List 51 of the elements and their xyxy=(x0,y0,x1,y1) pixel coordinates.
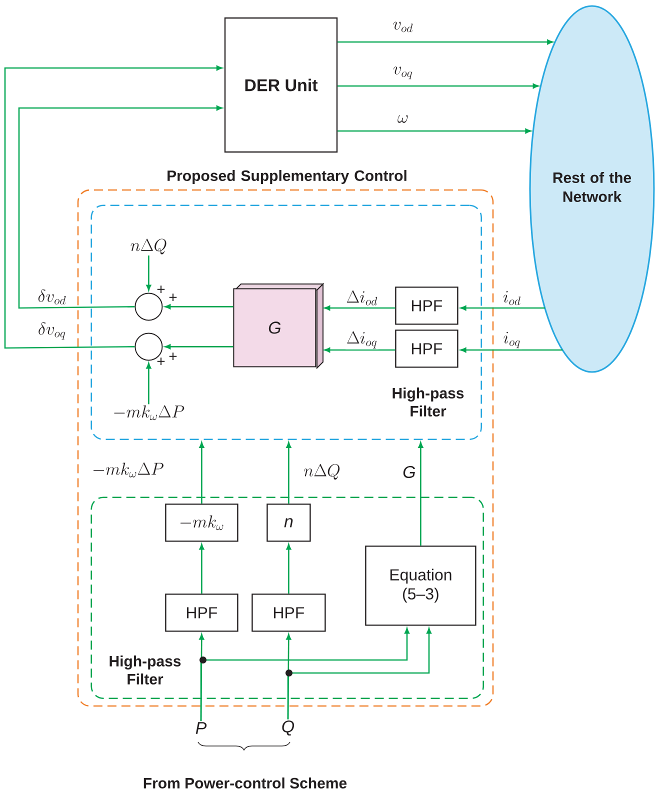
edge-label: $\omega$ xyxy=(396,114,410,124)
edge-label: $\Delta i_{oq}$ xyxy=(346,330,378,350)
arrow xyxy=(460,347,562,353)
sign-label: + xyxy=(169,352,177,360)
arrow xyxy=(286,442,292,504)
arrow xyxy=(18,106,222,309)
arrow xyxy=(164,344,234,350)
arrow xyxy=(418,442,424,546)
hpf-box: HPF xyxy=(395,286,458,325)
summing-junction xyxy=(134,292,163,321)
edge-label: $i_{oq}$ xyxy=(502,330,522,350)
caption: From Power-control Scheme xyxy=(144,778,347,788)
signal-label: $-mk_{\omega}\Delta P$ xyxy=(114,405,184,420)
arrow xyxy=(287,628,432,720)
equation-box: Equation (5–3) xyxy=(365,546,476,626)
signal-label: $n\Delta Q$ xyxy=(130,238,166,254)
arrow xyxy=(199,544,204,594)
arrow xyxy=(324,306,396,311)
arrow xyxy=(199,442,204,504)
arrow xyxy=(146,256,152,291)
sign-label: + xyxy=(157,358,165,366)
arrow xyxy=(164,304,234,310)
gain-box: n xyxy=(266,504,311,542)
edge-label: $\delta v_{od}$ xyxy=(36,288,68,306)
arrow xyxy=(324,347,396,353)
signal-label: Q xyxy=(282,720,294,736)
edge-label: $i_{od}$ xyxy=(502,290,522,306)
arrow xyxy=(4,66,222,349)
arrow xyxy=(460,306,545,311)
der-unit-box: DER Unit xyxy=(224,17,338,153)
edge-label: $\Delta i_{od}$ xyxy=(345,290,379,306)
arrow xyxy=(286,544,292,594)
arrow xyxy=(200,628,410,721)
sign-label: + xyxy=(169,294,177,302)
arrow xyxy=(338,39,554,45)
edge-label: $-mk_{\omega}\Delta P$ xyxy=(91,462,165,478)
sign-label: + xyxy=(157,286,165,294)
hpf-box: HPF xyxy=(165,594,238,632)
signal-label: P xyxy=(196,722,207,734)
hpf-box: HPF xyxy=(252,594,326,632)
edge-label: G xyxy=(402,464,417,480)
node-label: Proposed Supplementary Control xyxy=(168,170,406,184)
arrow xyxy=(338,128,532,134)
arrow xyxy=(338,84,539,89)
arrow xyxy=(146,362,152,404)
edge-label: $v_{od}$ xyxy=(392,21,414,34)
edge-label: $\delta v_{oq}$ xyxy=(36,322,68,340)
hpf-box: HPF xyxy=(395,330,458,368)
edge-label: $n\Delta Q$ xyxy=(302,463,342,481)
edge-label: $v_{oq}$ xyxy=(392,66,414,80)
gain-box: $-mk_{\omega}$ xyxy=(165,504,238,542)
